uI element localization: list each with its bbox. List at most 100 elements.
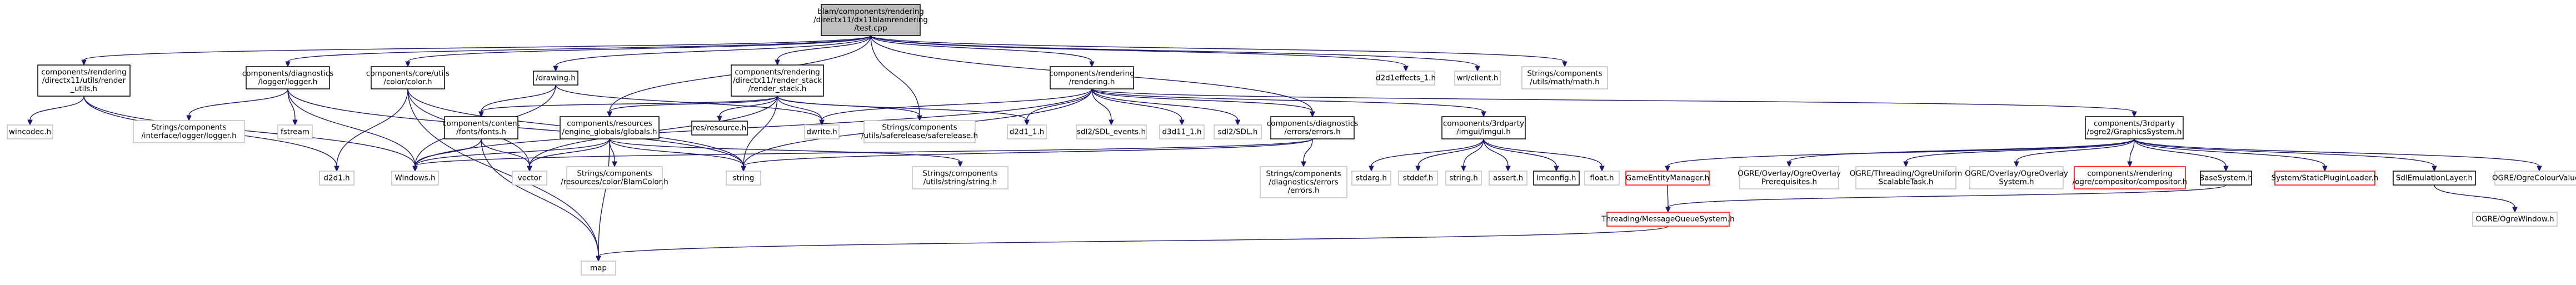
node-fstream[interactable]: fstream [277,124,313,139]
edge-rendering-to-dwrite [819,88,1092,126]
node-fonts[interactable]: components/content/fonts/fonts.h [442,116,520,139]
node-windows[interactable]: Windows.h [391,171,439,186]
node-label-line: ScalableTask.h [1879,178,1934,187]
node-globals[interactable]: components/resources/engine_globals/glob… [560,116,660,139]
node-box [1969,166,2064,189]
edge-logger-to-fstream [287,88,298,126]
node-label-line: /fonts/fonts.h [456,128,506,137]
node-label-line: Strings/components [882,123,957,132]
node-wrl[interactable]: wrl/client.h [1454,71,1501,86]
node-box [691,121,748,136]
edge-imgui-to-imconfig [1483,138,1559,172]
node-ifacelogger[interactable]: Strings/components/interface/logger/logg… [133,120,245,143]
node-blamcolor[interactable]: Strings/components/resources/color/BlamC… [561,166,668,189]
node-vector[interactable]: vector [512,171,547,186]
node-graphics_system[interactable]: components/3rdparty/ogre2/GraphicsSystem… [2085,116,2184,139]
node-box [533,71,578,86]
node-colorh[interactable]: components/core/utils/color/color.h [366,66,450,89]
node-resource[interactable]: res/resource.h [691,121,748,136]
node-box [1489,171,1527,186]
node-mathh[interactable]: Strings/components/utils/math/math.h [1521,66,1608,89]
edge-sdl_emu-to-ogrewindow [2434,184,2518,213]
node-errors[interactable]: components/diagnostics/errors/errors.h [1267,116,1358,139]
node-root[interactable]: blam/components/rendering/directx11/dx11… [813,4,928,36]
edge-render_stack-to-globals [607,96,778,118]
node-label-line: /engine_globals/globals.h [562,128,657,137]
node-d2d1effects[interactable]: d2d1effects_1.h [1376,71,1436,86]
node-stddef[interactable]: stddef.h [1398,171,1438,186]
edge-root-to-mathh [870,35,1567,68]
node-stringh[interactable]: string.h [1445,171,1482,186]
node-box [566,166,663,189]
node-imconfig[interactable]: imconfig.h [1533,171,1580,186]
edge-globals-to-vector [527,138,610,172]
node-label-line: d2d1.h [323,174,350,183]
nodes-layer: blam/components/rendering/directx11/dx11… [7,4,2576,276]
node-game_entity[interactable]: GameEntityManager.h [1625,171,1710,186]
node-logger[interactable]: components/diagnostics/logger/logger.h [242,66,333,89]
node-label-line: /logger/logger.h [258,78,318,87]
node-sdl_events[interactable]: sdl2/SDL_events.h [1076,124,1147,139]
node-render_utils[interactable]: components/rendering/directx11/utils/ren… [37,64,131,97]
node-label-line: SdlEmulationLayer.h [2396,174,2473,183]
node-render_stack[interactable]: components/rendering/directx11/render_st… [731,64,824,97]
node-colourvalue[interactable]: OGRE/OgreColourValue.h [2492,171,2576,186]
node-static_plugin[interactable]: System/StaticPluginLoader.h [2272,171,2379,186]
node-label-line: sdl2/SDL_events.h [1077,128,1146,137]
node-basesystem[interactable]: BaseSystem.h [2199,171,2253,186]
node-box [2274,171,2375,186]
node-box [1398,171,1438,186]
node-ogrewindow[interactable]: OGRE/OgreWindow.h [2472,212,2558,227]
node-floath[interactable]: float.h [1584,171,1620,186]
node-string[interactable]: string [726,171,761,186]
node-label-line: /ogre2/GraphicsSystem.h [2087,128,2182,137]
node-d3d11[interactable]: d3d11_1.h [1159,124,1205,139]
edge-root-to-colorh [405,35,871,68]
node-box [731,64,824,97]
node-wincodec[interactable]: wincodec.h [7,124,53,139]
node-box [1625,171,1710,186]
node-box [1076,124,1147,139]
node-imgui[interactable]: components/3rdparty/imgui/imgui.h [1441,116,1526,139]
node-stdarg[interactable]: stdarg.h [1351,171,1391,186]
node-label-line: string.h [1449,174,1478,183]
node-rendering[interactable]: components/rendering/rendering.h [1049,66,1135,89]
node-compositor[interactable]: components/rendering/ogre/compositor/com… [2073,166,2188,189]
node-dwrite[interactable]: dwrite.h [804,124,840,139]
node-label-line: blam/components/rendering [817,7,924,16]
node-safe_release[interactable]: Strings/components/utils/saferelease/saf… [861,120,978,143]
node-errorsh[interactable]: Strings/components/diagnostics/errors/er… [1260,166,1347,198]
node-box [1007,124,1047,139]
node-box [560,116,660,139]
edge-mqsystem-to-map [596,226,1669,262]
node-box [1445,171,1482,186]
node-d2d1[interactable]: d2d1.h [319,171,355,186]
edge-fonts-to-map [481,138,601,262]
node-label-line: Strings/components [151,123,226,132]
edge-rendering-to-sdl_events [1091,88,1114,126]
node-box [277,124,313,139]
node-label-line: OGRE/Threading/OgreUniform [1850,169,1963,178]
node-drawing[interactable]: /drawing.h [533,71,578,86]
node-label-line: components/3rdparty [1443,119,1524,128]
node-label-line: /directx11/utils/render [42,76,126,85]
node-strstring[interactable]: Strings/components/utils/string/string.h [912,166,1009,189]
node-sdl[interactable]: sdl2/SDL.h [1214,124,1262,139]
node-d2d1_1[interactable]: d2d1_1.h [1007,124,1047,139]
node-sdl_emu[interactable]: SdlEmulationLayer.h [2393,171,2476,186]
node-label-line: components/resources [567,119,652,128]
node-label-line: /directx11/dx11blamrendering [813,16,928,24]
node-box [37,64,131,97]
edge-rendering-to-imgui [1091,88,1486,118]
node-label-line: _utils.h [70,84,97,93]
node-asserth[interactable]: assert.h [1489,171,1527,186]
node-label-line: /drawing.h [536,74,576,83]
edge-root-to-rendering [870,35,1095,68]
node-mqsystem[interactable]: Threading/MessageQueueSystem.h [1601,212,1735,227]
edge-graphics_system-to-overlay_prereq [1786,138,2135,168]
node-map[interactable]: map [581,261,616,276]
